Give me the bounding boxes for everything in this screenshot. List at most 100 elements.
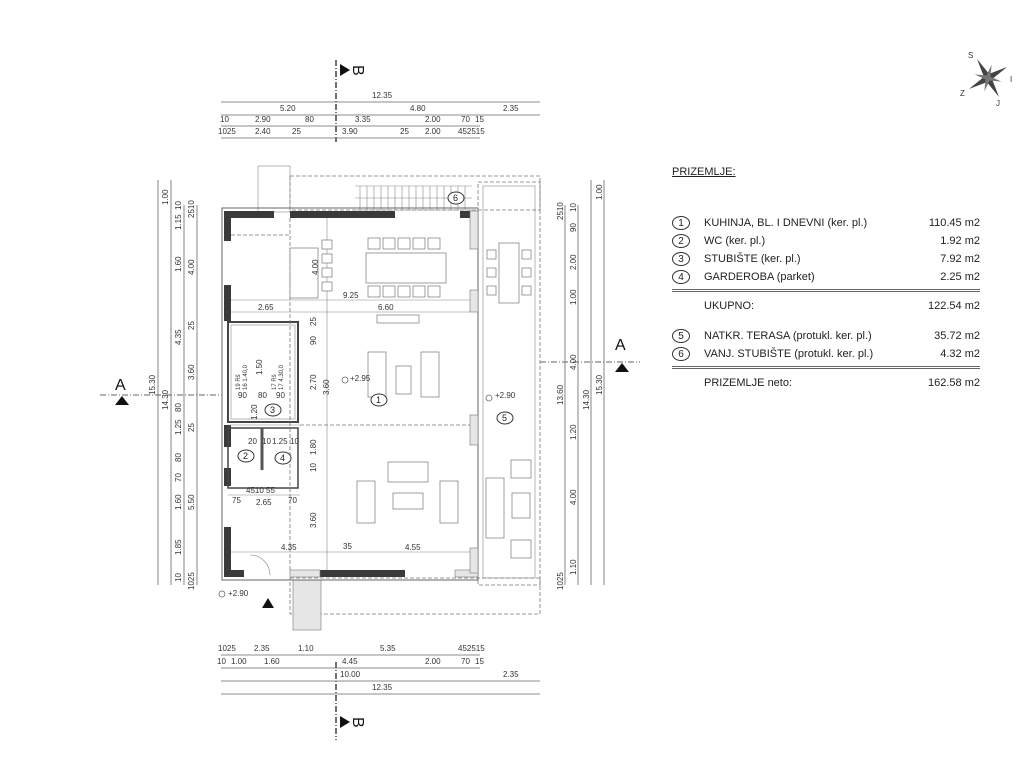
dimension-label: 15.30 [595,374,604,395]
dimension-label: 35 [343,542,352,551]
dimension-label: 1.60 [174,256,183,272]
entrance-arrow-icon [262,598,274,608]
dimension-label: 12.35 [372,91,393,100]
dimension-label: 1.60 [264,657,280,666]
dimension-label: 10 [217,657,226,666]
room-area: 2.25 m2 [940,271,980,283]
dimension-label: +2.95 [350,374,371,383]
room-number-badge: 6 [672,347,690,361]
dimension-label: 1025 [218,127,236,136]
terrace-table [498,242,520,304]
section-arrow-icon [340,64,350,76]
dimension-label: 1.25 [272,437,288,446]
section-a-line: A A [100,337,640,405]
room-number-badge: 1 [672,216,690,230]
room-name: WC (ker. pl.) [704,235,766,247]
room-numbers: 1 2 3 4 5 6 [237,191,514,465]
dimension-label: S [968,51,973,60]
dimension-label: 4.00 [311,259,320,275]
dimension-label: 2.00 [425,115,441,124]
dimension-label: 70 [174,473,183,482]
dimension-label: 1.00 [595,184,604,200]
dimension-label: 10 [174,201,183,210]
room-name: NATKR. TERASA (protukl. ker. pl.) [704,330,872,342]
dimension-label: 1.00 [569,289,578,305]
room-number-badge: 3 [672,252,690,266]
dimension-label: 1.15 [174,214,183,230]
dimension-label: 3.60 [187,364,196,380]
dimension-label: 90 [276,391,285,400]
room-area: 4.32 m2 [940,348,980,360]
room-number-badge: 5 [672,329,690,343]
divider [672,289,980,292]
dimension-label: 1.50 [255,359,264,375]
dimension-label: 1.20 [250,404,259,420]
tv-unit [376,314,420,324]
divider [672,366,980,369]
dimension-label: 2.65 [258,303,274,312]
dimension-label: 90 [309,336,318,345]
legend-row: 4 GARDEROBA (parket) 2.25 m2 [660,268,980,286]
dimension-label: 4.55 [405,543,421,552]
dimension-label: 75 [232,496,241,505]
top-dimensions: 12.35 5.20 4.80 2.35 10 2.90 80 3.35 2.0… [218,91,540,139]
dimension-label: 4.00 [187,259,196,275]
dimension-label: 10 [569,203,578,212]
legend-net: PRIZEMLJE neto:162.58 m2 [660,374,980,392]
legend-title: PRIZEMLJE: [672,166,736,178]
right-dimensions: 2510 13.60 1025 10 90 2.00 1.00 4.00 1.2… [556,180,605,590]
dimension-label: 80 [174,453,183,462]
dimension-label: 4.35 [174,329,183,345]
dimension-label: 70 [461,657,470,666]
dimension-label: 1.85 [174,539,183,555]
dimension-label: 1.25 [174,419,183,435]
section-a-right: A [615,337,626,354]
dimension-label: 10 [262,437,271,446]
dimension-label: 2.00 [425,657,441,666]
room-number: 3 [270,405,275,415]
dimension-label: 3.60 [322,379,331,395]
dimension-label: 1025 [556,572,565,590]
dimension-label: 15 [475,657,484,666]
dimension-label: 19 Rš [236,374,242,390]
dimension-label: 5.35 [380,644,396,653]
dimension-label: 25 [400,127,409,136]
dimension-label: 15 [475,115,484,124]
section-b-top: B [349,65,366,76]
dimension-label: 2.35 [254,644,270,653]
dimension-label: 25 [187,423,196,432]
dimension-label: 2.00 [569,254,578,270]
dimension-label: Z [960,89,965,98]
dimension-label: 12.35 [372,683,393,692]
room-number-badge: 4 [672,270,690,284]
dimension-label: 10 [220,115,229,124]
dimension-label: 10 [309,463,318,472]
dining-table [365,252,447,284]
dimension-label: 6.60 [378,303,394,312]
room-area: 7.92 m2 [940,253,980,265]
total-area: 122.54 m2 [928,300,980,312]
dimension-label: +2.90 [228,589,249,598]
dimension-label: 90 [238,391,247,400]
room-number-badge: 2 [672,234,690,248]
net-label: PRIZEMLJE neto: [704,377,793,389]
dimension-label: 4.00 [569,354,578,370]
dimension-label: 14.30 [161,389,170,410]
dimension-label: 1025 [187,572,196,590]
dimension-label: 10 [290,437,299,446]
dimension-label: 2.35 [503,670,519,679]
section-arrow-icon [615,363,629,372]
dimension-label: 452515 [458,127,485,136]
dimension-label: 13.60 [556,384,565,405]
dimension-label: 4510 55 [246,486,275,495]
room-area: 35.72 m2 [934,330,980,342]
section-b-line: B B [335,60,366,740]
room-number: 6 [453,193,458,203]
room-name: GARDEROBA (parket) [704,271,815,283]
